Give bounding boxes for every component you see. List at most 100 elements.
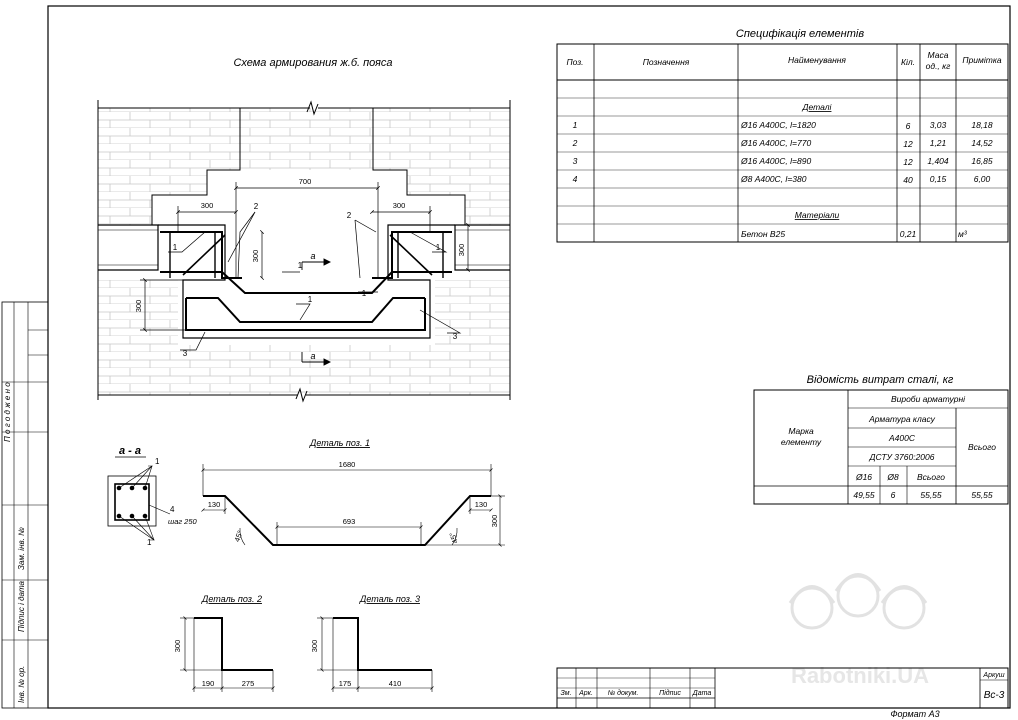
detail3-title: Деталь поз. 3: [359, 594, 420, 604]
title-block: [556, 667, 1009, 709]
steel-total-header: Всього: [968, 442, 996, 452]
spec-row2-note: 14,52: [971, 138, 993, 148]
spec-row4-mass: 0,15: [930, 174, 947, 184]
spec-row2-qty: 12: [903, 139, 913, 149]
spec-row4-pos: 4: [573, 174, 578, 184]
stamp-sign: Підпис: [659, 689, 681, 697]
section-mark-top: а: [310, 251, 315, 261]
spec-row1-name: Ø16 А400С, l=1820: [740, 120, 816, 130]
detail3-dim-300: 300: [310, 640, 319, 653]
scheme-title: Схема армирования ж.б. пояса: [233, 57, 392, 69]
spec-row1-qty: 6: [906, 121, 911, 131]
detail1-dim-693: 693: [343, 517, 356, 526]
steel-v8: 6: [891, 490, 896, 500]
format-label: Формат А3: [890, 709, 939, 719]
diagonal-rebars: [182, 234, 433, 276]
stamp-code: Вс-3: [984, 690, 1005, 701]
steel-d8: Ø8: [886, 472, 899, 482]
detail1-dim-130-right: 130: [475, 500, 488, 509]
spec-row3-pos: 3: [573, 156, 578, 166]
spec-row2-mass: 1,21: [930, 138, 947, 148]
pos-3-left: 3: [183, 349, 188, 358]
spec-row4-qty: 40: [903, 175, 913, 185]
detail3-dim-410: 410: [389, 679, 402, 688]
title-block-labels: Зм. Арк. № докум. Підпис Дата Аркуш: [560, 672, 1004, 697]
detail1-angle-right: 45°: [447, 531, 459, 545]
detail3-dim-175: 175: [339, 679, 352, 688]
detail1-bar: [203, 495, 491, 546]
scheme-dimensions: [140, 182, 470, 332]
detail2-dim-275: 275: [242, 679, 255, 688]
detail1-dims: [201, 464, 505, 547]
pos-2-left: 2: [254, 202, 259, 211]
spec-row3-note: 16,85: [971, 156, 993, 166]
spec-row4-note: 6,00: [974, 174, 991, 184]
stamp-ark: Арк.: [578, 690, 593, 697]
pos-1-low: 1: [308, 295, 313, 304]
spec-row1-note: 18,18: [971, 120, 993, 130]
spec-row1-mass: 3,03: [930, 120, 947, 130]
wall-contours: [97, 100, 511, 403]
spec-material-note: м³: [958, 229, 968, 239]
steel-dstu: ДСТУ 3760:2006: [868, 452, 934, 462]
spec-h-qty: Кіл.: [901, 57, 915, 67]
dim-300-right: 300: [393, 201, 406, 210]
spec-row3-mass: 1,404: [927, 156, 949, 166]
spec-h-desig: Позначення: [643, 57, 690, 67]
steel-sum: Всього: [917, 472, 945, 482]
spec-body: Деталі 1 Ø16 А400С, l=1820 6 3,03 18,18 …: [572, 102, 993, 239]
section-pos-1-bottom: 1: [147, 538, 152, 547]
spec-h-name: Найменування: [788, 55, 846, 65]
steel-table: [753, 389, 1009, 505]
dim-300-vert-mid: 300: [251, 250, 260, 263]
dim-300-left: 300: [201, 201, 214, 210]
side-inv-zam: Зам. інв. №: [17, 527, 26, 570]
spec-row1-pos: 1: [573, 120, 578, 130]
rebars: [160, 231, 452, 331]
detail1-dim-300: 300: [490, 515, 499, 528]
spec-h-pos: Поз.: [566, 57, 583, 67]
sheet-frame: [1, 5, 1011, 709]
section-drawing: [107, 475, 157, 527]
stamp-zm: Зм.: [560, 690, 571, 697]
detail3-bar: [333, 617, 432, 671]
detail1-angle-left: 45°: [232, 529, 244, 543]
stamp-sheet: Аркуш: [982, 672, 1004, 679]
spec-h-note: Примітка: [962, 55, 1001, 65]
side-sign-date: Підпис і дата: [17, 580, 26, 632]
side-stamp-labels: П о г о д ж е н о Зам. інв. № Підпис і д…: [3, 382, 26, 703]
steel-class: Арматура класу: [868, 414, 936, 424]
steel-title: Відомість витрат сталі, кг: [807, 374, 954, 386]
spec-title: Специфікація елементів: [736, 28, 864, 40]
pos-1-right: 1: [436, 243, 441, 252]
steel-v16: 49,55: [853, 490, 875, 500]
scheme-dim-labels: 700 300 300 300 300 300: [134, 177, 466, 312]
detail2-bar: [194, 617, 273, 671]
spec-group-details: Деталі: [802, 102, 833, 112]
detail1-dim-1680: 1680: [339, 460, 356, 469]
spec-row2-pos: 2: [572, 138, 578, 148]
position-leaders: [168, 211, 462, 351]
steel-vsum: 55,55: [920, 490, 942, 500]
section-leaders: [118, 465, 171, 541]
spec-row3-qty: 12: [903, 157, 913, 167]
spec-table: [556, 43, 1009, 243]
detail1-title: Деталь поз. 1: [309, 438, 370, 448]
spec-group-materials: Матеріали: [795, 210, 840, 220]
watermark: Rabotniki.UA: [791, 663, 929, 688]
section-pos-1-top: 1: [155, 457, 160, 466]
position-labels: 1 1 1 1 2 2 3 3: [173, 202, 458, 358]
concrete-belt: [98, 224, 510, 339]
section-step: шаг 250: [168, 517, 198, 526]
detail1-dim-130-left: 130: [208, 500, 221, 509]
watermark-helmets-icon: [788, 573, 928, 630]
steel-d16: Ø16: [855, 472, 872, 482]
detail2-title: Деталь поз. 2: [201, 594, 262, 604]
section-bars: [116, 485, 148, 519]
stamp-doc: № докум.: [608, 689, 639, 697]
section-mark-bottom: а: [310, 351, 315, 361]
side-inv-orig: Інв. № ор.: [17, 666, 26, 703]
